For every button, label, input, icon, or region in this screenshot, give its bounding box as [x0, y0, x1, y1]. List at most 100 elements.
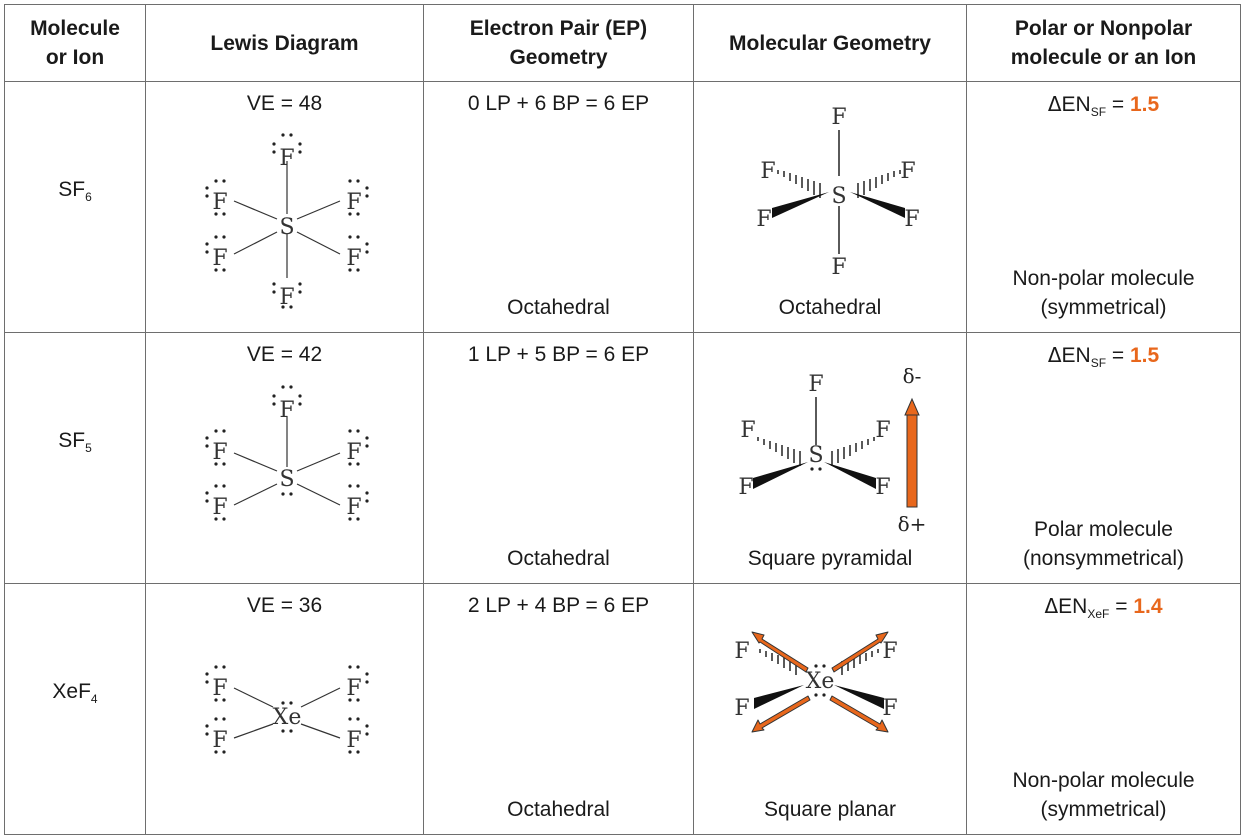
electronegativity-difference: ΔENSF = 1.5 [1047, 92, 1160, 119]
delta-symbol: Δ [1044, 594, 1059, 618]
table-row: SF5 VE = 42 S F F F F F [4, 332, 1241, 584]
partial-negative-label: δ- [903, 364, 922, 388]
ep-geometry-cell: 2 LP + 4 BP = 6 EP Octahedral [423, 583, 694, 835]
ligand-atom: F [346, 190, 361, 215]
lone-pair-dots [205, 665, 369, 754]
electron-pair-count: 2 LP + 4 BP = 6 EP [467, 594, 650, 617]
polarity-cell: ΔENSF = 1.5 Non-polar molecule(symmetric… [966, 81, 1241, 333]
ligand-atom: F [346, 676, 361, 701]
ligand-atom: F [734, 696, 749, 721]
valence-electrons: VE = 48 [246, 92, 323, 115]
table-row: SF6 VE = 48 S F F F F F F [4, 81, 1241, 333]
center-atom: S [279, 467, 294, 492]
valence-electrons: VE = 42 [246, 343, 323, 366]
3d-structure-sf6: S F F F F F F [756, 105, 919, 280]
dipole-arrow [904, 397, 920, 508]
formula: SF [58, 178, 86, 201]
lewis-cell: VE = 36 Xe F F F F [145, 583, 424, 835]
ligand-atom: F [279, 146, 294, 171]
ligand-atom: F [734, 639, 749, 664]
electronegativity-difference: ΔENXeF = 1.4 [1044, 594, 1163, 621]
ligand-atom: F [212, 728, 227, 753]
table-row: XeF4 VE = 36 Xe F F F F [4, 583, 1241, 835]
formula-subscript: 5 [85, 441, 92, 455]
lone-pair-dots [205, 133, 369, 309]
delta-symbol: Δ [1047, 92, 1062, 116]
lewis-diagram-xef4: Xe F F F F [205, 665, 369, 754]
ligand-atom: F [882, 639, 897, 664]
header-ep-geometry: Electron Pair (EP) Geometry [423, 4, 694, 82]
ligand-atom: F [279, 285, 294, 310]
molecular-geometry-cell: S F F F F F F Octahedral [693, 81, 967, 333]
center-atom: Xe [806, 669, 835, 694]
ligand-atom: F [900, 159, 915, 184]
molecule-cell: XeF4 [4, 583, 146, 835]
center-atom: S [279, 215, 294, 240]
ep-geometry-name: Octahedral [507, 798, 610, 821]
delta-symbol: Δ [1047, 343, 1062, 367]
bond-dipole-arrows [751, 631, 889, 733]
center-atom: S [831, 184, 846, 209]
partial-positive-label: δ+ [898, 512, 927, 536]
3d-structure-xef4: Xe F F F F [734, 631, 898, 733]
header-polarity: Polar or Nonpolar molecule or an Ion [966, 4, 1241, 82]
ligand-atom: F [756, 207, 771, 232]
electron-pair-count: 0 LP + 6 BP = 6 EP [467, 92, 650, 115]
molecular-geometry-name: Square planar [764, 798, 896, 821]
ligand-atom: F [904, 207, 919, 232]
ligand-atom: F [212, 495, 227, 520]
ligand-atom: F [212, 246, 227, 271]
formula: SF [58, 429, 86, 452]
ligand-atom: F [346, 728, 361, 753]
polarity-result: Non-polar molecule(symmetrical) [1012, 267, 1195, 319]
lewis-cell: VE = 42 S F F F F F [145, 332, 424, 584]
lone-pair-dots [810, 467, 822, 471]
lone-pair-dots [814, 664, 826, 697]
ligand-atom: F [346, 246, 361, 271]
ligand-atom: F [279, 398, 294, 423]
ligand-atom: F [808, 372, 823, 397]
lewis-diagram-sf5: S F F F F F [205, 385, 369, 521]
ligand-atom: F [740, 418, 755, 443]
ligand-atom: F [875, 475, 890, 500]
header-row: Molecule or Ion Lewis Diagram Electron P… [4, 4, 1241, 82]
electronegativity-difference: ΔENSF = 1.5 [1047, 343, 1160, 370]
ep-geometry-name: Octahedral [507, 547, 610, 570]
center-atom: Xe [273, 705, 302, 730]
molecular-geometry-cell: S F F F F F δ- δ+ Square pyramidal [693, 332, 967, 584]
polarity-result: Non-polar molecule(symmetrical) [1012, 769, 1195, 821]
ep-geometry-name: Octahedral [507, 296, 610, 319]
ligand-atom: F [212, 676, 227, 701]
ligand-atom: F [346, 495, 361, 520]
polarity-cell: ΔENXeF = 1.4 Non-polar molecule(symmetri… [966, 583, 1241, 835]
center-atom: S [808, 443, 823, 468]
electron-pair-count: 1 LP + 5 BP = 6 EP [467, 343, 650, 366]
en-value: 1.5 [1129, 344, 1160, 367]
ligand-atom: F [738, 475, 753, 500]
molecular-geometry-cell: Xe F F F F Square planar [693, 583, 967, 835]
ligand-atom: F [760, 159, 775, 184]
ligand-atom: F [875, 418, 890, 443]
3d-structure-sf5: S F F F F F δ- δ+ [738, 364, 927, 536]
lone-pair-dots [205, 385, 369, 521]
ep-geometry-cell: 1 LP + 5 BP = 6 EP Octahedral [423, 332, 694, 584]
formula: XeF [52, 680, 91, 703]
ligand-atom: F [212, 190, 227, 215]
ligand-atom: F [831, 255, 846, 280]
molecular-geometry-table: Molecule or Ion Lewis Diagram Electron P… [4, 4, 1241, 835]
molecule-cell: SF5 [4, 332, 146, 584]
molecular-geometry-name: Square pyramidal [747, 547, 913, 570]
lewis-diagram-sf6: S F F F F F F [205, 133, 369, 310]
ligand-atom: F [831, 105, 846, 130]
formula-subscript: 6 [85, 190, 92, 204]
ligand-atom: F [212, 440, 227, 465]
header-molecular-geometry: Molecular Geometry [693, 4, 967, 82]
header-lewis: Lewis Diagram [145, 4, 424, 82]
molecule-cell: SF6 [4, 81, 146, 333]
polarity-cell: ΔENSF = 1.5 Polar molecule(nonsymmetrica… [966, 332, 1241, 584]
en-value: 1.4 [1133, 595, 1163, 618]
polarity-result: Polar molecule(nonsymmetrical) [1022, 518, 1185, 570]
lewis-cell: VE = 48 S F F F F F F [145, 81, 424, 333]
ligand-atom: F [882, 696, 897, 721]
ligand-atom: F [346, 440, 361, 465]
